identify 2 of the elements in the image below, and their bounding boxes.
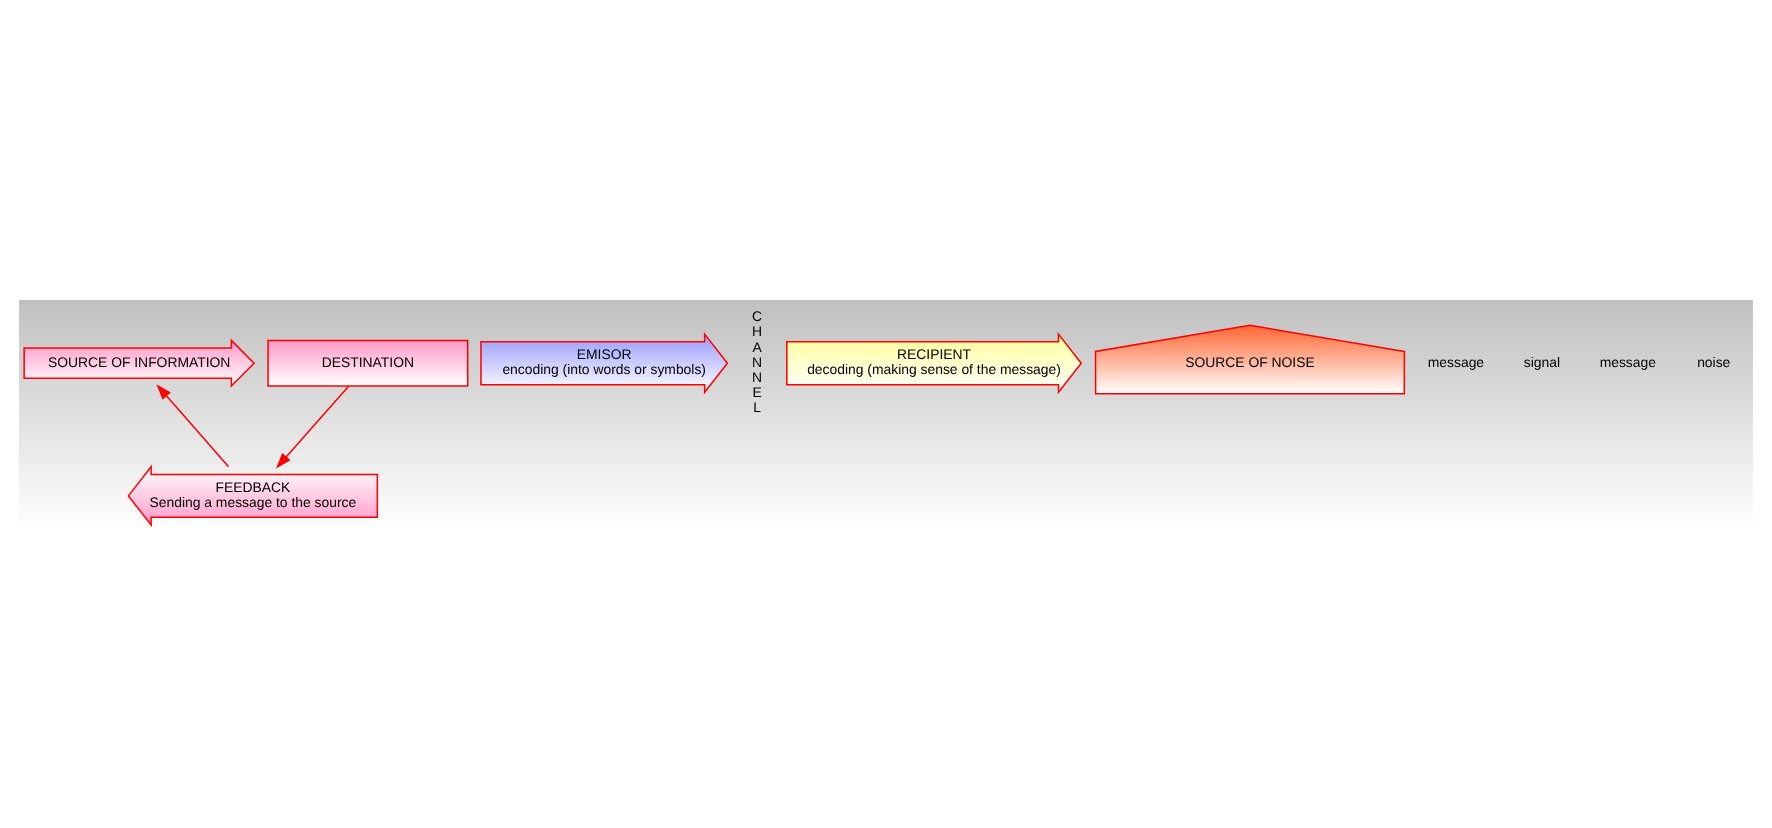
arrow xyxy=(156,383,230,467)
arrow xyxy=(276,384,350,468)
